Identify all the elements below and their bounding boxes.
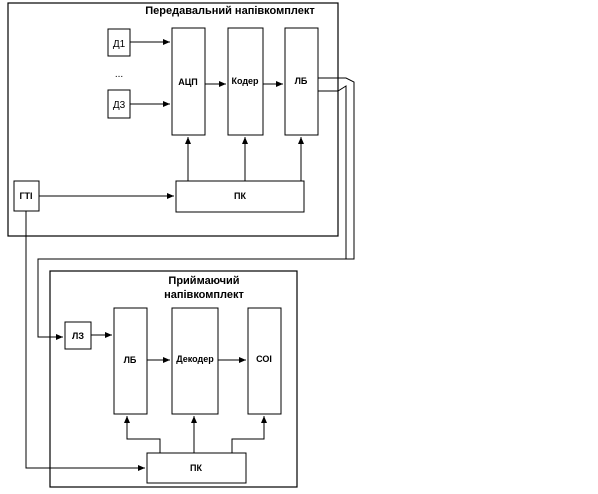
rx-line-block-label: ЛБ — [124, 355, 137, 365]
rx-control-box — [146, 452, 247, 484]
coder-box — [227, 27, 264, 136]
wire-rx-ctrl-to-output — [231, 416, 267, 453]
tx-control-label: ПК — [234, 191, 246, 201]
receiver-title-line1: Приймаючий — [168, 275, 239, 287]
transmitter-title: Передавальний напівкомплект — [145, 5, 315, 17]
wire-clock-to-rx-ctrl — [25, 211, 145, 471]
comm-line-inner — [318, 85, 347, 259]
output-device-label: СОІ — [256, 354, 272, 364]
transmitter-frame — [7, 2, 339, 237]
adc-box — [171, 27, 206, 136]
receiver-frame — [49, 270, 298, 488]
delay-line-label: ЛЗ — [72, 331, 84, 341]
coder-label: Кодер — [231, 76, 259, 86]
tx-control-box — [175, 180, 305, 213]
sensor-d1-label: Д1 — [113, 39, 126, 50]
wire-rx-ctrl-to-lb — [124, 416, 161, 453]
receiver-title-line2: напівкомплект — [164, 289, 244, 301]
sensor-ellipsis: ... — [115, 69, 123, 80]
decoder-label: Декодер — [176, 354, 214, 364]
comm-line-outer — [37, 77, 355, 340]
rx-line-block-box — [113, 307, 148, 415]
tx-line-block-label: ЛБ — [295, 76, 308, 86]
clock-generator-label: ГТІ — [19, 191, 32, 201]
adc-label: АЦП — [178, 77, 198, 87]
output-device-box — [247, 307, 282, 415]
sensor-d3-label: Д3 — [113, 100, 126, 111]
delay-line-box — [64, 321, 92, 350]
rx-control-label: ПК — [190, 463, 202, 473]
tx-line-block-box — [284, 27, 319, 136]
decoder-box — [171, 307, 219, 415]
